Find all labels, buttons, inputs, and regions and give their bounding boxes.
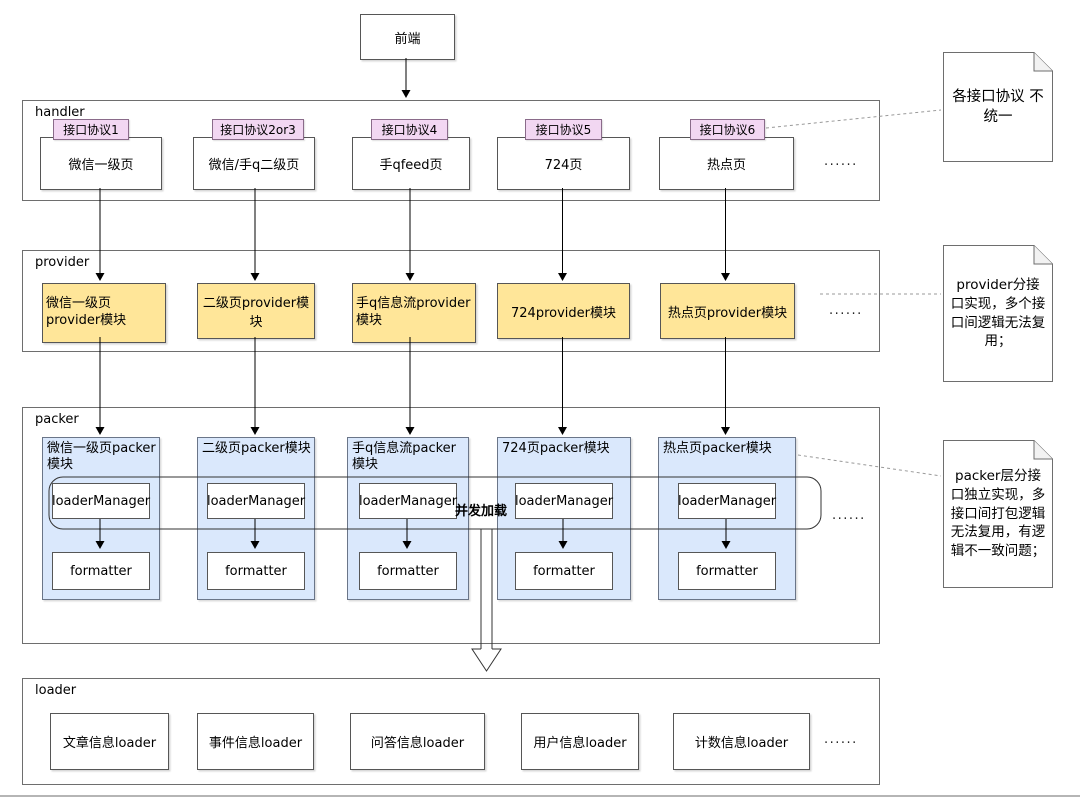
loader-box-count: 计数信息loader [673,713,810,770]
note-paper-icon [943,440,1053,588]
packer-module-title: 724页packer模块 [502,441,610,456]
handler-box-label: 微信一级页 [68,158,134,173]
packer-ellipsis: ...... [832,508,866,523]
loader-box-label: 文章信息loader [62,736,157,751]
protocol-tab-1: 接口协议1 [53,119,129,140]
provider-box-l2: 二级页provider模块 [197,283,315,339]
packer-module-724: 724页packer模块 loaderManager formatter [497,437,631,600]
protocol-tab-label: 接口协议1 [63,123,119,137]
handler-box-l2: 微信/手q二级页 [193,137,315,190]
loader-ellipsis: ...... [824,732,858,747]
handler-ellipsis: ...... [824,154,858,169]
loader-box-label: 问答信息loader [370,736,465,751]
loader-manager-label: loaderManager [677,493,777,509]
formatter-label: formatter [225,563,287,579]
note-text: packer层分接口独立实现，多接口间打包逻辑无法复用，有逻辑不一致问题； [950,467,1046,560]
loader-manager-box: loaderManager [515,483,613,519]
protocol-tab-2: 接口协议2or3 [212,119,304,140]
packer-module-title: 手q信息流packer模块 [352,441,457,473]
note-text: provider分接口实现，多个接口间逻辑无法复用； [950,276,1046,350]
loader-manager-box: loaderManager [678,483,776,519]
provider-ellipsis: ...... [829,303,863,318]
protocol-tab-label: 接口协议4 [381,123,438,137]
handler-box-label: 手qfeed页 [379,158,443,173]
formatter-box: formatter [359,552,457,590]
protocol-tab-4: 接口协议5 [525,119,602,140]
packer-module-title: 热点页packer模块 [663,441,772,456]
formatter-label: formatter [70,563,132,579]
provider-box-label: 二级页provider模块 [202,296,310,330]
provider-box-label: 微信一级页provider模块 [46,296,127,328]
loader-manager-label: loaderManager [514,493,614,509]
note-provider-issue: provider分接口实现，多个接口间逻辑无法复用； [943,245,1053,382]
loader-manager-label: loaderManager [206,493,306,509]
loader-box-user: 用户信息loader [521,713,639,770]
protocol-tab-label: 接口协议6 [699,123,756,137]
loader-layer-title: loader [35,683,77,698]
provider-layer-title: provider [35,255,90,270]
handler-box-label: 微信/手q二级页 [208,158,300,173]
handler-layer-title: handler [35,105,85,120]
frontend-label: 前端 [394,31,421,47]
loader-manager-box: loaderManager [52,483,150,519]
formatter-box: formatter [52,552,150,590]
note-paper-icon [943,245,1053,382]
handler-box-724: 724页 [497,137,630,190]
formatter-label: formatter [377,563,439,579]
handler-box-weixin-l1: 微信一级页 [40,137,162,190]
note-text: 各接口协议 不统一 [952,88,1044,125]
loader-manager-label: loaderManager [358,493,458,509]
packer-module-qfeed: 手q信息流packer模块 loaderManager formatter [347,437,469,600]
loader-box-label: 事件信息loader [208,736,303,751]
loader-manager-label: loaderManager [51,493,151,509]
packer-module-title: 微信一级页packer模块 [47,441,156,473]
protocol-tab-label: 接口协议5 [535,123,592,137]
formatter-label: formatter [533,563,595,579]
formatter-box: formatter [515,552,613,590]
concurrent-load-label: 并发加载 [455,504,508,519]
protocol-tab-label: 接口协议2or3 [220,123,296,137]
formatter-label: formatter [696,563,758,579]
provider-box-qfeed: 手q信息流provider模块 [352,283,476,343]
formatter-box: formatter [207,552,305,590]
protocol-tab-3: 接口协议4 [371,119,448,140]
loader-box-article: 文章信息loader [50,713,169,770]
packer-layer-title: packer [35,412,79,427]
loader-manager-box: loaderManager [207,483,305,519]
note-protocol-inconsistent: 各接口协议 不统一 [943,52,1053,162]
provider-box-weixin-l1: 微信一级页provider模块 [42,283,166,343]
provider-box-label: 热点页provider模块 [667,305,788,321]
provider-box-724: 724provider模块 [497,283,630,339]
packer-module-hotspot: 热点页packer模块 loaderManager formatter [658,437,796,600]
provider-box-hotspot: 热点页provider模块 [660,283,795,339]
handler-box-hotspot: 热点页 [659,137,794,190]
packer-module-l2: 二级页packer模块 loaderManager formatter [197,437,315,600]
note-packer-issue: packer层分接口独立实现，多接口间打包逻辑无法复用，有逻辑不一致问题； [943,440,1053,588]
protocol-tab-5: 接口协议6 [690,119,765,140]
provider-box-label: 手q信息流provider模块 [356,296,471,328]
packer-module-weixin-l1: 微信一级页packer模块 loaderManager formatter [42,437,160,600]
handler-box-label: 724页 [544,158,583,173]
note-paper-icon [943,52,1053,162]
packer-module-title: 二级页packer模块 [202,441,311,456]
provider-box-label: 724provider模块 [511,305,616,321]
formatter-box: formatter [678,552,776,590]
loader-box-qa: 问答信息loader [350,713,485,770]
handler-box-qfeed: 手qfeed页 [352,137,470,190]
frontend-box: 前端 [360,14,455,60]
loader-box-label: 用户信息loader [533,736,627,751]
handler-box-label: 热点页 [706,158,746,173]
loader-box-label: 计数信息loader [694,736,789,751]
loader-box-event: 事件信息loader [197,713,314,770]
loader-manager-box: loaderManager [359,483,457,519]
